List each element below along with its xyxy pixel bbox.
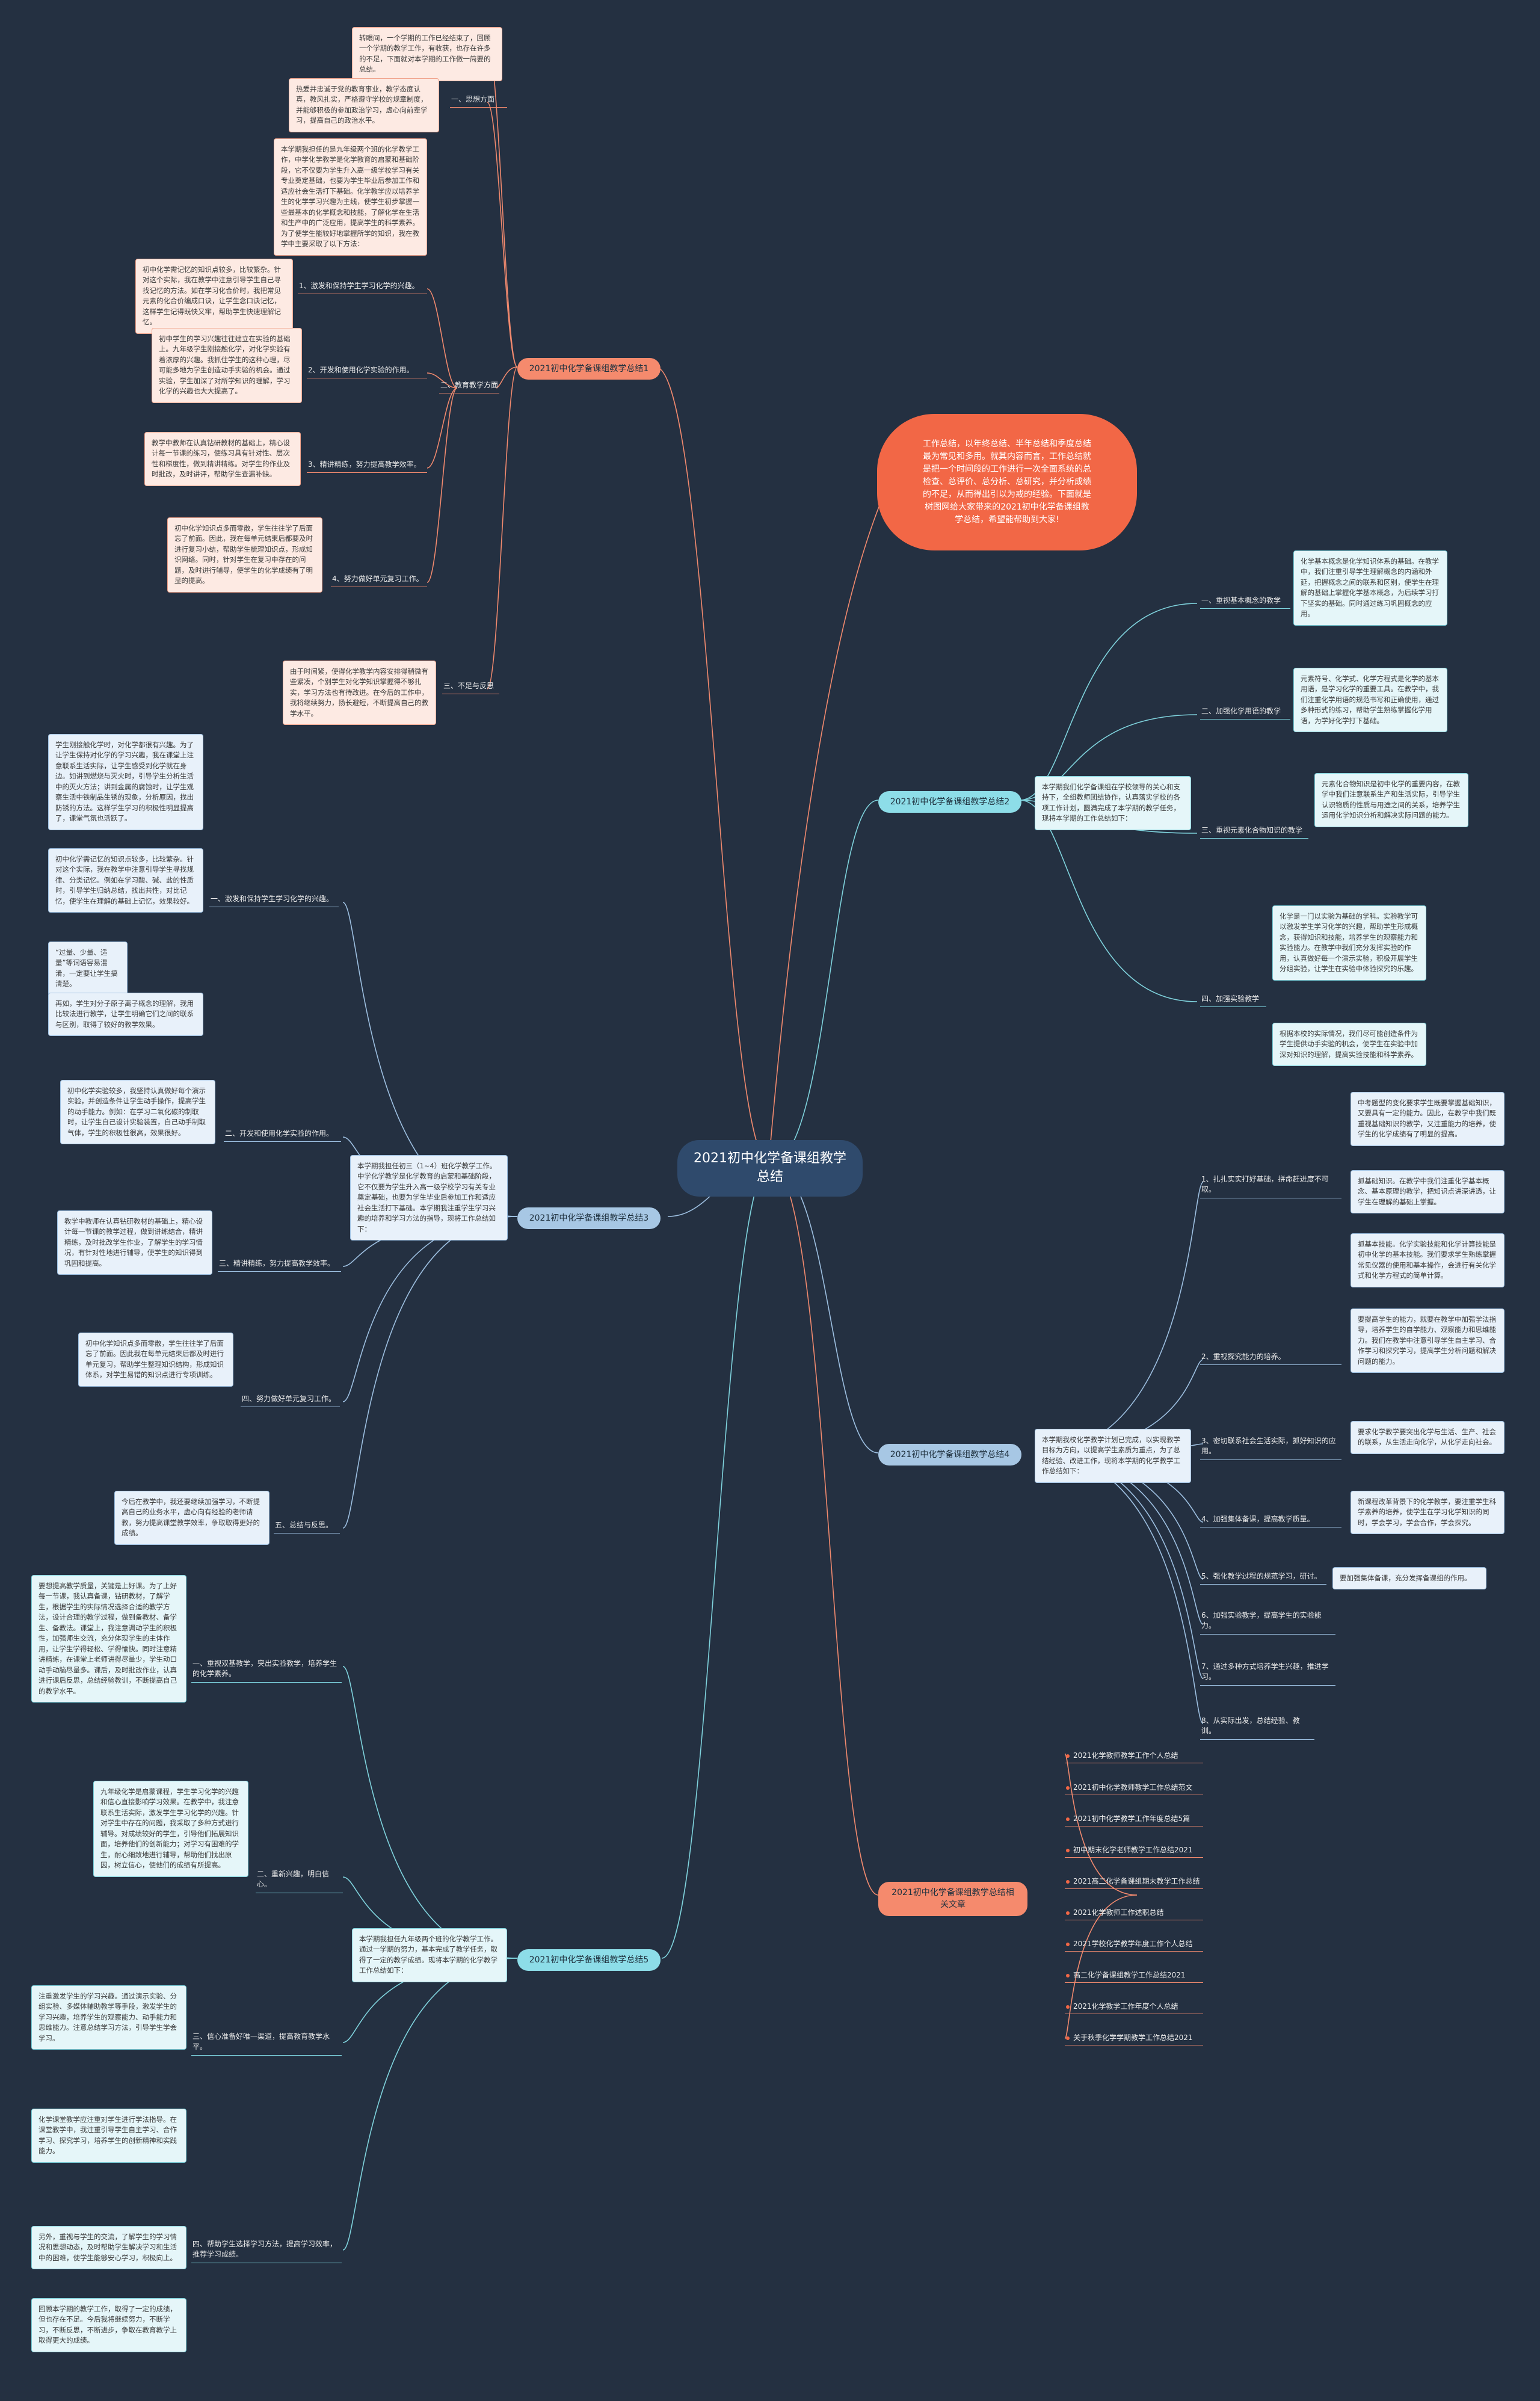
s4-label-inquiry[interactable]: 2、重视探究能力的培养。	[1200, 1351, 1341, 1366]
s2-lab-extra-card: 根据本校的实际情况，我们尽可能创造条件为学生提供动手实验的机会，使学生在实验中加…	[1272, 1023, 1426, 1067]
s4-label-lab[interactable]: 6、加强实验教学，提高学生的实验能力。	[1200, 1609, 1335, 1635]
s2-concept-card: 化学基本概念是化学知识体系的基础。在教学中，我们注重引导学生理解概念的内涵和外延…	[1293, 550, 1447, 626]
s1-experiment-card: 初中学生的学习兴趣往往建立在实验的基础上。九年级学生刚接触化学，对化学实验有着浓…	[152, 328, 302, 403]
related-article[interactable]: 2021高二化学备课组期末教学工作总结	[1065, 1873, 1203, 1889]
s3-interest-card: 学生刚接触化学时，对化学都很有兴趣。为了让学生保持对化学的学习兴趣，我在课堂上注…	[48, 734, 203, 830]
branch-summary-1[interactable]: 2021初中化学备课组教学总结1	[517, 358, 661, 380]
related-article[interactable]: 2021化学教师工作述职总结	[1065, 1905, 1203, 1920]
related-article[interactable]: 高二化学备课组教学工作总结2021	[1065, 1967, 1203, 1983]
s4-label-motivation[interactable]: 7、通过多种方式培养学生兴趣，推进学习。	[1200, 1660, 1335, 1686]
s2-lab-card: 化学是一门以实验为基础的学科。实验教学可以激发学生学习化学的兴趣，帮助学生形成概…	[1272, 905, 1426, 981]
s3-practice-card: 教学中教师在认真钻研教材的基础上，精心设计每一节课的教学过程，做到讲练结合，精讲…	[57, 1210, 212, 1275]
s4-label-society[interactable]: 3、密切联系社会生活实际，抓好知识的应用。	[1200, 1435, 1341, 1460]
bullet-icon	[1066, 1879, 1070, 1884]
s1-interest-card: 初中化学需记忆的知识点较多，比较繁杂。针对这个实际，我在教学中注意引导学生自己寻…	[135, 259, 293, 334]
s1-label-interest[interactable]: 1、激发和保持学生学习化学的兴趣。	[298, 280, 427, 295]
s1-reflection-card: 由于时间紧，使得化学教学内容安排得稍微有些紧凑，个别学生对化学知识掌握得不够扎实…	[283, 661, 436, 726]
s5-label-level[interactable]: 三、信心准备好唯一渠道，提高教育教学水平。	[191, 2030, 342, 2056]
s4-label-norms[interactable]: 5、强化教学过程的规范学习，研讨。	[1200, 1570, 1326, 1585]
s4-label-basics[interactable]: 1、扎扎实实打好基础，拼命赶进度不可取。	[1200, 1173, 1341, 1198]
s2-language-card: 元素符号、化学式、化学方程式是化学的基本用语，是学习化学的重要工具。在教学中，我…	[1293, 668, 1447, 733]
s4-label-practice[interactable]: 8、从实际出发，总结经验、教训。	[1200, 1715, 1314, 1740]
s1-opening-card: 转眼间，一个学期的工作已经结束了，回顾一个学期的教学工作，有收获，也存在许多的不…	[352, 27, 502, 81]
s5-method-card: 化学课堂教学应注重对学生进行学法指导。在课堂教学中，我注重引导学生自主学习、合作…	[31, 2109, 186, 2163]
s4-label-prep[interactable]: 4、加强集体备课，提高教学质量。	[1200, 1513, 1341, 1528]
branch-summary-4[interactable]: 2021初中化学备课组教学总结4	[878, 1444, 1021, 1466]
s1-label-experiment[interactable]: 2、开发和使用化学实验的作用。	[307, 364, 427, 379]
s3-review-card: 初中化学知识点多而零散，学生往往学了后面忘了前面。因此我在每单元结束后都及时进行…	[78, 1333, 233, 1387]
s3-reflection-card: 今后在教学中，我还要继续加强学习，不断提高自己的业务水平，虚心向有经验的老师请教…	[114, 1491, 270, 1545]
s3-wording-card: “过量、少量、适量”等词语容易混淆，一定要让学生搞清楚。	[48, 942, 128, 996]
bullet-icon	[1066, 1911, 1070, 1915]
s4-skills-card: 抓基本技能。化学实验技能和化学计算技能是初中化学的基本技能。我们要求学生熟练掌握…	[1351, 1233, 1505, 1287]
s4-ability-card: 要提高学生的能力，就要在教学中加强学法指导，培养学生的自学能力、观察能力和思维能…	[1351, 1308, 1505, 1373]
s3-memory-card: 初中化学需记忆的知识点较多，比较繁杂。针对这个实际，我在教学中注意引导学生寻找规…	[48, 848, 203, 913]
s3-intro-card: 本学期我担任初三（1~4）班化学教学工作。中学化学教学是化学教育的启蒙和基础阶段…	[350, 1155, 508, 1241]
s1-teaching-intro-card: 本学期我担任的是九年级两个班的化学教学工作，中学化学教学是化学教育的启蒙和基础阶…	[274, 138, 427, 256]
root-topic[interactable]: 2021初中化学备课组教学总结	[677, 1140, 863, 1197]
s2-label-lab[interactable]: 四、加强实验教学	[1200, 993, 1266, 1008]
related-article[interactable]: 初中期末化学老师教学工作总结2021	[1065, 1842, 1203, 1858]
bullet-icon	[1066, 2036, 1070, 2040]
s3-particle-card: 再如，学生对分子原子离子概念的理解，我用比较法进行教学，让学生明确它们之间的联系…	[48, 993, 203, 1037]
s2-label-language[interactable]: 二、加强化学用语的教学	[1200, 705, 1290, 720]
s5-communication-card: 另外，重视与学生的交流，了解学生的学习情况和思想动态，及时帮助学生解决学习和生活…	[31, 2226, 186, 2270]
intro-bubble: 工作总结，以年终总结、半年总结和季度总结最为常见和多用。就其内容而言，工作总结就…	[877, 414, 1137, 550]
s5-intro-card: 本学期我担任九年级两个班的化学教学工作。通过一学期的努力，基本完成了教学任务，取…	[352, 1928, 507, 1982]
s1-label-practice[interactable]: 3、精讲精练，努力提高教学效率。	[307, 458, 427, 473]
s3-label-experiment[interactable]: 二、开发和使用化学实验的作用。	[224, 1127, 341, 1142]
s2-label-element[interactable]: 三、重视元素化合物知识的教学	[1200, 824, 1308, 839]
bullet-icon	[1066, 1817, 1070, 1821]
s3-label-interest[interactable]: 一、激发和保持学生学习化学的兴趣。	[209, 893, 339, 908]
s5-closing-card: 回顾本学期的教学工作，取得了一定的成绩，但也存在不足。今后我将继续努力，不断学习…	[31, 2298, 186, 2352]
branch-summary-2[interactable]: 2021初中化学备课组教学总结2	[878, 791, 1021, 813]
s1-review-card: 初中化学知识点多而零散，学生往往学了后面忘了前面。因此，我在每单元结束后都要及时…	[167, 517, 322, 593]
s2-label-concept[interactable]: 一、重视基本概念的教学	[1200, 594, 1290, 609]
s1-label-review[interactable]: 4、努力做好单元复习工作。	[331, 573, 427, 588]
bullet-icon	[1066, 1754, 1070, 1758]
s2-element-card: 元素化合物知识是初中化学的重要内容，在教学中我们注意联系生产和生活实际，引导学生…	[1314, 773, 1468, 827]
s1-label-reflection[interactable]: 三、不足与反思	[442, 680, 499, 695]
bullet-icon	[1066, 1786, 1070, 1790]
bullet-icon	[1066, 1973, 1070, 1977]
bullet-icon	[1066, 1848, 1070, 1852]
bullet-icon	[1066, 2005, 1070, 2009]
s3-experiment-card: 初中化学实验较多，我坚持认真做好每个演示实验，并创造条件让学生动手操作，提高学生…	[60, 1080, 215, 1145]
branch-related-articles[interactable]: 2021初中化学备课组教学总结相关文章	[878, 1882, 1027, 1916]
related-article[interactable]: 关于秋季化学学期教学工作总结2021	[1065, 2030, 1203, 2045]
s5-label-basics[interactable]: 一、重视双基教学，突出实验教学，培养学生的化学素养。	[191, 1657, 342, 1683]
s1-thought-card: 热爱并忠诚于党的教育事业，教学态度认真，教风扎实，严格遵守学校的规章制度，并能够…	[289, 78, 439, 132]
s4-reform-card: 新课程改革背景下的化学教学，要注重学生科学素养的培养，使学生在学习化学知识的同时…	[1351, 1491, 1505, 1535]
s5-label-confidence[interactable]: 二、重新兴趣，明白信心。	[256, 1868, 343, 1893]
s4-group-card: 要加强集体备课，充分发挥备课组的作用。	[1332, 1567, 1486, 1590]
s4-society-card: 要求化学教学要突出化学与生活、生产、社会的联系，从生活走向化学，从化学走向社会。	[1351, 1421, 1505, 1454]
related-article[interactable]: 2021初中化学教师教学工作总结范文	[1065, 1780, 1203, 1795]
s5-label-method[interactable]: 四、帮助学生选择学习方法，提高学习效率，推荐学习成绩。	[191, 2238, 342, 2263]
s5-class-card: 要想提高教学质量，关键是上好课。为了上好每一节课，我认真备课，钻研教材，了解学生…	[31, 1575, 186, 1703]
s3-label-practice[interactable]: 三、精讲精练，努力提高教学效率。	[218, 1257, 341, 1272]
s3-label-reflection[interactable]: 五、总结与反思。	[274, 1519, 340, 1534]
related-article[interactable]: 2021学校化学教学年度工作个人总结	[1065, 1936, 1203, 1952]
s1-practice-card: 教学中教师在认真钻研教材的基础上，精心设计每一节课的练习，使练习具有针对性、层次…	[144, 432, 301, 486]
branch-summary-3[interactable]: 2021初中化学备课组教学总结3	[517, 1207, 661, 1230]
s4-intro-card: 本学期我校化学教学计划已完成，以实现教学目标为方向，以提高学生素质为重点，为了总…	[1035, 1429, 1191, 1483]
s4-knowledge-card: 抓基础知识。在教学中我们注重化学基本概念、基本原理的教学，把知识点讲深讲透，让学…	[1351, 1170, 1505, 1214]
s2-intro-card: 本学期我们化学备课组在学校领导的关心和支持下，全组教师团结协作，认真落实学校的各…	[1035, 776, 1191, 830]
related-article[interactable]: 2021化学教学工作年度个人总结	[1065, 1999, 1203, 2014]
bullet-icon	[1066, 1942, 1070, 1946]
related-article[interactable]: 2021化学教师教学工作个人总结	[1065, 1748, 1203, 1763]
s5-level-card: 注重激发学生的学习兴趣。通过演示实验、分组实验、多媒体辅助教学等手段，激发学生的…	[31, 1985, 186, 2050]
s5-interest-card: 九年级化学是启蒙课程，学生学习化学的兴趣和信心直接影响学习效果。在教学中，我注意…	[93, 1781, 248, 1877]
s1-label-thought[interactable]: 一、思想方面	[450, 93, 507, 108]
s3-label-review[interactable]: 四、努力做好单元复习工作。	[241, 1393, 340, 1408]
s4-exam-card: 中考题型的变化要求学生既要掌握基础知识，又要具有一定的能力。因此，在教学中我们既…	[1351, 1092, 1505, 1146]
s1-label-teaching[interactable]: 二、教育教学方面	[439, 379, 499, 394]
branch-summary-5[interactable]: 2021初中化学备课组教学总结5	[517, 1949, 661, 1971]
related-article[interactable]: 2021初中化学教学工作年度总结5篇	[1065, 1811, 1203, 1826]
